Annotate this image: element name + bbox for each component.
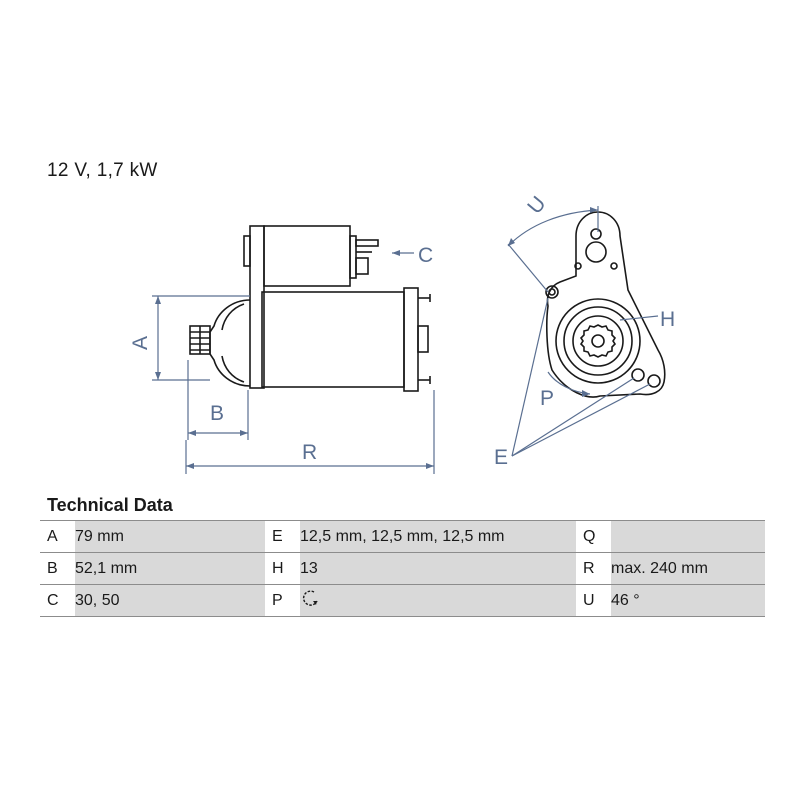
key-a: A xyxy=(40,520,75,553)
value-p xyxy=(300,584,576,617)
technical-data-title: Technical Data xyxy=(47,495,173,515)
key-u: U xyxy=(576,584,611,617)
value-b: 52,1 mm xyxy=(75,552,265,585)
key-e: E xyxy=(265,520,300,553)
voltage-power-spec: 12 V, 1,7 kW xyxy=(47,160,158,181)
dim-label-a: A xyxy=(129,336,152,350)
key-q: Q xyxy=(576,520,611,553)
key-h: H xyxy=(265,552,300,585)
dim-label-e: E xyxy=(494,446,508,469)
value-r: max. 240 mm xyxy=(611,552,765,585)
table-row: A 79 mm E 12,5 mm, 12,5 mm, 12,5 mm Q xyxy=(40,520,765,553)
technical-data-table: A 79 mm E 12,5 mm, 12,5 mm, 12,5 mm Q B … xyxy=(40,520,765,617)
dim-label-u: U xyxy=(523,192,550,218)
key-b: B xyxy=(40,552,75,585)
dimension-lines xyxy=(152,206,659,474)
front-view xyxy=(545,211,666,398)
key-c: C xyxy=(40,584,75,617)
dim-label-b: B xyxy=(210,402,224,425)
value-h: 13 xyxy=(300,552,576,585)
value-a: 79 mm xyxy=(75,520,265,553)
value-c: 30, 50 xyxy=(75,584,265,617)
value-u: 46 ° xyxy=(611,584,765,617)
rotation-clockwise-icon xyxy=(300,587,322,614)
dim-label-h: H xyxy=(660,308,675,331)
key-p: P xyxy=(265,584,300,617)
table-row: C 30, 50 P U 46 ° xyxy=(40,584,765,617)
key-r: R xyxy=(576,552,611,585)
table-row: B 52,1 mm H 13 R max. 240 mm xyxy=(40,552,765,585)
dim-label-p: P xyxy=(540,387,554,410)
value-e: 12,5 mm, 12,5 mm, 12,5 mm xyxy=(300,520,576,553)
value-q xyxy=(611,520,765,553)
side-view xyxy=(189,225,431,392)
dim-label-r: R xyxy=(302,441,317,464)
dimension-arrows xyxy=(155,207,598,469)
dim-label-c: C xyxy=(418,244,433,267)
starter-motor-drawing: A B R C U H P E xyxy=(129,192,675,474)
